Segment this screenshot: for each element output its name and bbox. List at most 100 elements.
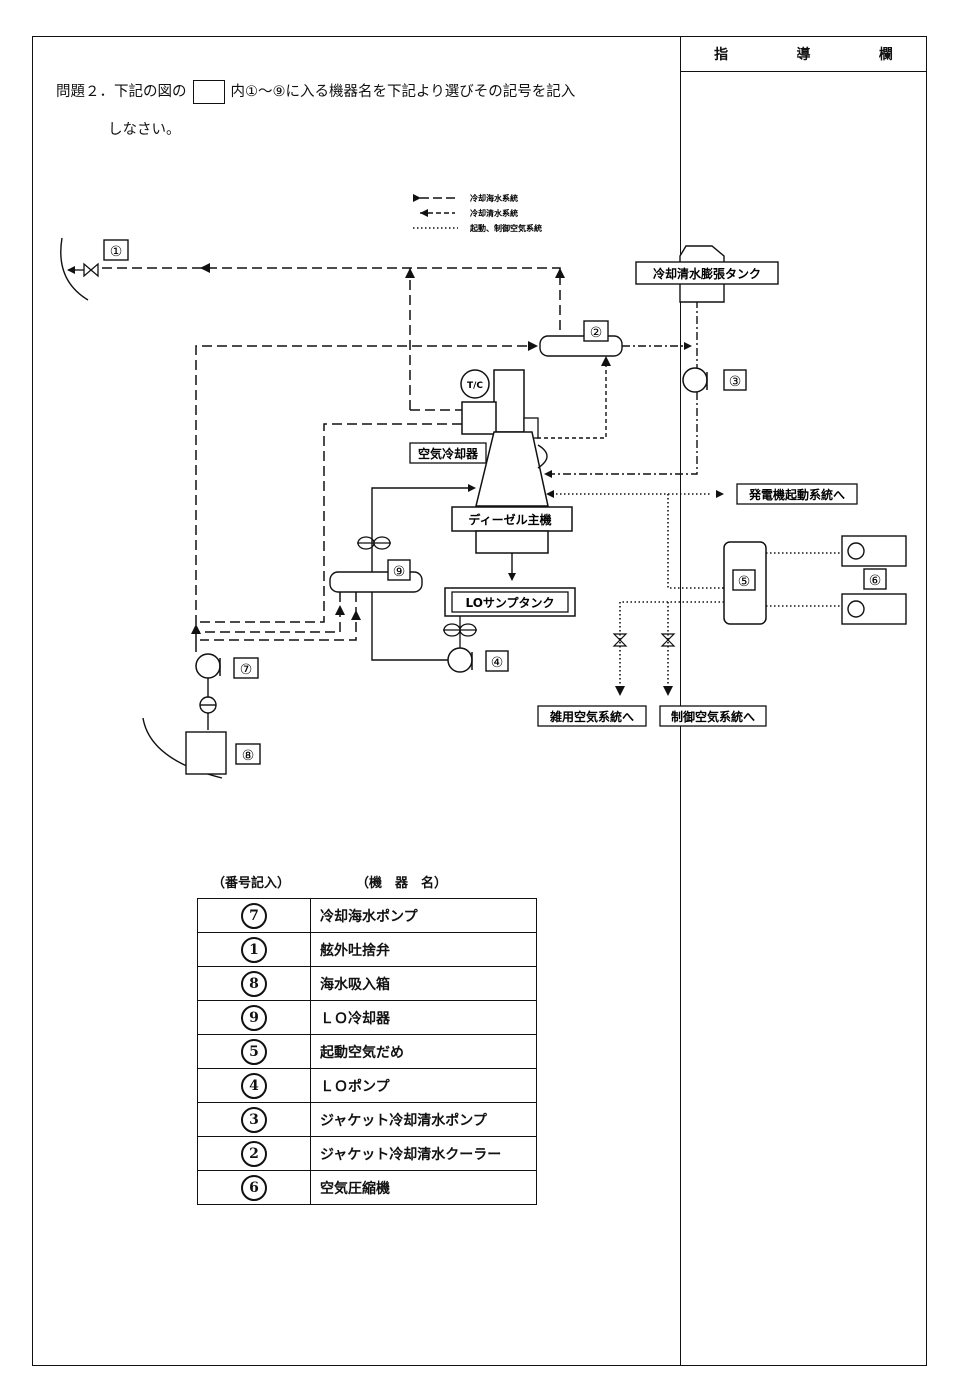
control-air-label-box	[659, 705, 767, 727]
turbocharger-icon	[460, 369, 490, 399]
answer-header-name: （機 器 名）	[356, 876, 448, 891]
box-6	[863, 568, 887, 590]
answer-number: 6	[241, 1174, 267, 1201]
answer-number-cell[interactable]: 9	[197, 1000, 311, 1035]
box-7	[233, 657, 259, 679]
expansion-tank-label-box	[635, 261, 779, 285]
answer-number-cell[interactable]: 1	[197, 932, 311, 967]
guide-column	[680, 36, 927, 1366]
question-text-before: 問題２．下記の図の	[56, 84, 187, 100]
sea-air-cooler-supply	[200, 423, 462, 623]
air-cooler-shape	[461, 401, 497, 435]
sea-lo-cooler-supply	[200, 592, 357, 641]
sea-up-arrow-2	[191, 624, 201, 634]
air-cooler-label: 空気冷却器	[418, 446, 479, 461]
answer-number-cell[interactable]: 8	[197, 966, 311, 1001]
misc-air-label-box	[537, 705, 647, 727]
label-8: ⑧	[242, 748, 255, 764]
control-air-arrow	[663, 686, 673, 696]
misc-air-label: 雑用空気系統へ	[549, 709, 634, 724]
box-9	[387, 559, 411, 581]
sea-discharge-arrow	[200, 263, 210, 273]
answer-equipment-name: 起動空気だめ	[310, 1034, 537, 1069]
answer-equipment-name: 海水吸入箱	[310, 966, 537, 1001]
label-9: ⑨	[393, 564, 406, 580]
sea-discharge-line	[98, 267, 561, 330]
engine-side-curve	[537, 444, 548, 469]
fresh-pump-to-engine	[548, 392, 698, 475]
generator-start-label-box	[736, 483, 858, 505]
main-engine-label: ディーゼル主機	[468, 512, 551, 527]
page-frame	[32, 36, 927, 1366]
main-engine: T/C ディーゼル主機	[451, 369, 573, 554]
jacket-cooler-shape	[539, 335, 623, 357]
legend: 冷却海水系統 冷却清水系統 起動、制御空気系統	[413, 193, 542, 233]
engine-exhaust	[493, 369, 525, 433]
engine-body	[475, 431, 549, 507]
fresh-arrow-3	[601, 356, 611, 366]
answer-equipment-name: ジャケット冷却清水ポンプ	[310, 1102, 537, 1137]
answer-number: 7	[241, 902, 267, 929]
answer-number: 4	[241, 1072, 267, 1099]
answer-number-cell[interactable]: 3	[197, 1102, 311, 1137]
box-3	[723, 369, 747, 391]
answer-number: 1	[241, 936, 267, 963]
overboard-valve-icon	[83, 262, 99, 278]
answer-number-cell[interactable]: 4	[197, 1068, 311, 1103]
fresh-arrow-1	[684, 342, 692, 350]
box-8	[235, 743, 261, 765]
sea-up-arrow-3	[335, 605, 345, 615]
answer-row: 4 ＬＯポンプ	[197, 1068, 537, 1103]
air-cooler-label-box	[409, 442, 487, 464]
sea-pump-icon	[195, 653, 221, 679]
answer-number-cell[interactable]: 2	[197, 1136, 311, 1171]
answer-row: 5 起動空気だめ	[197, 1034, 537, 1069]
answer-number-cell[interactable]: 6	[197, 1170, 311, 1205]
control-air-label: 制御空気系統へ	[671, 709, 755, 724]
legend-fresh-label: 冷却清水系統	[470, 208, 518, 218]
legend-fresh-arrow	[420, 209, 428, 217]
label-7: ⑦	[240, 662, 253, 678]
sea-up-arrow-4	[351, 610, 361, 620]
label-5: ⑤	[738, 574, 751, 590]
answer-number: 5	[241, 1038, 267, 1065]
sump-tank-label-box	[451, 591, 569, 613]
air-to-engine-arrow	[546, 490, 554, 498]
answer-row: 6 空気圧縮機	[197, 1170, 537, 1205]
answer-row: 1 舷外吐捨弁	[197, 932, 537, 967]
box-5	[732, 569, 756, 591]
answer-equipment-name: 舷外吐捨弁	[310, 932, 537, 967]
question-line-1: 問題２．下記の図の 内①～⑨に入る機器名を下記より選びその記号を記入	[56, 80, 575, 104]
compressor-2-icon	[847, 600, 865, 618]
answer-number-cell[interactable]: 7	[197, 898, 311, 933]
air-receiver-line	[667, 494, 724, 589]
box-4	[485, 650, 509, 672]
label-1: ①	[110, 244, 123, 260]
air-to-generator-arrow	[716, 490, 724, 498]
guide-header-char-3: 欄	[878, 46, 893, 63]
sea-to-cooler-arrow	[528, 341, 538, 351]
box-2	[583, 320, 609, 342]
guide-header-char-2: 導	[796, 46, 811, 63]
fresh-engine-to-cooler	[530, 358, 607, 439]
control-air-valve-icon	[660, 633, 676, 647]
guide-header: 指 導 欄	[680, 36, 927, 72]
turbocharger-label: T/C	[467, 381, 483, 391]
answer-equipment-name: ジャケット冷却清水クーラー	[310, 1136, 537, 1171]
sump-tank-label: LOサンプタンク	[465, 595, 554, 610]
question-text-after: 内①～⑨に入る機器名を下記より選びその記号を記入	[230, 84, 576, 100]
answer-row: 3 ジャケット冷却清水ポンプ	[197, 1102, 537, 1137]
hull-outline-top	[60, 237, 89, 301]
engine-base	[475, 530, 549, 554]
answer-header-number: （番号記入）	[212, 876, 291, 891]
answer-equipment-name: ＬＯポンプ	[310, 1068, 537, 1103]
misc-air-valve-icon	[612, 633, 628, 647]
sea-to-jacket-cooler	[195, 345, 536, 640]
expansion-tank-label: 冷却清水膨張タンク	[653, 266, 761, 281]
answer-number: 3	[241, 1106, 267, 1133]
answer-equipment-name: 空気圧縮機	[310, 1170, 537, 1205]
answer-number-cell[interactable]: 5	[197, 1034, 311, 1069]
